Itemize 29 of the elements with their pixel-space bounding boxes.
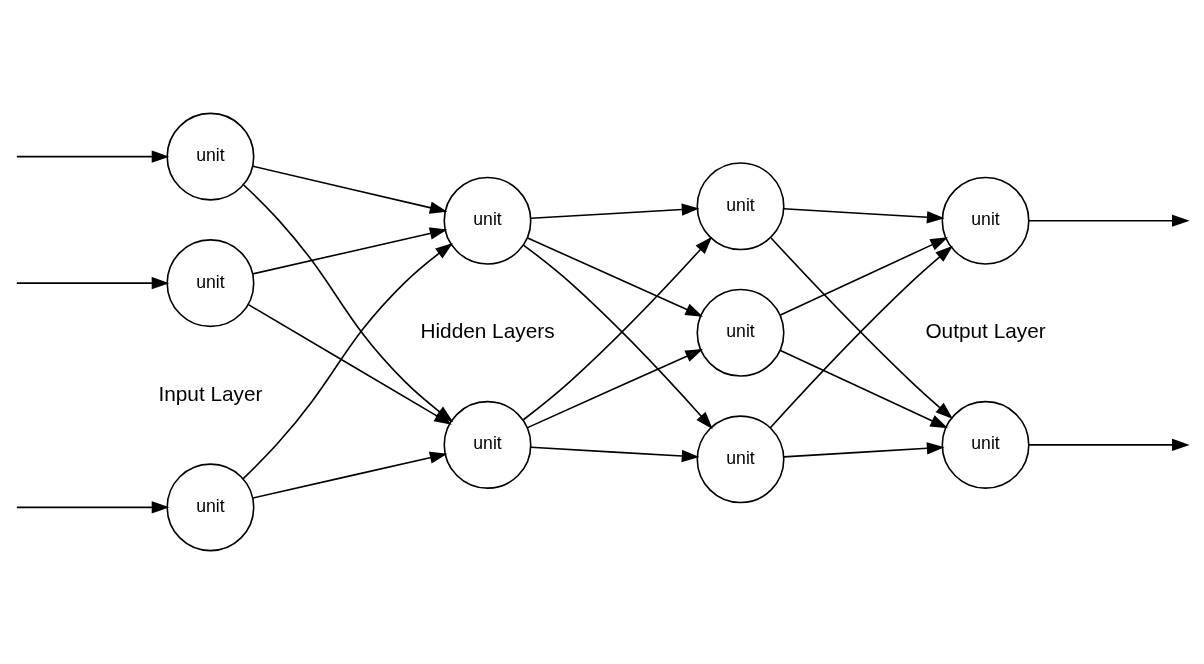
arrow xyxy=(526,237,704,317)
arrow xyxy=(16,277,170,290)
arrow xyxy=(1028,438,1190,452)
node-circle: unit xyxy=(166,112,255,201)
node-circle: unit xyxy=(443,400,532,489)
arrow xyxy=(252,451,448,499)
arrow xyxy=(530,203,700,220)
arrow xyxy=(526,348,704,429)
arrow xyxy=(1028,214,1190,227)
node-circle: unit xyxy=(443,176,532,265)
arrow xyxy=(779,349,948,429)
label: Output Layer xyxy=(925,319,1046,343)
label: Hidden Layers xyxy=(420,319,555,343)
arrow xyxy=(16,501,170,514)
node-circle: unit xyxy=(696,288,785,377)
node-circle: unit xyxy=(166,239,255,328)
arrow xyxy=(779,237,948,316)
node-circle: unit xyxy=(696,415,785,504)
node-circle: unit xyxy=(166,463,255,552)
arrow xyxy=(782,207,945,224)
node-circle: unit xyxy=(941,176,1030,265)
arrow xyxy=(252,165,448,214)
label: Input Layer xyxy=(158,381,263,405)
node-circle: unit xyxy=(696,162,785,251)
arrow xyxy=(782,442,945,458)
arrow xyxy=(530,446,700,463)
node-circle: unit xyxy=(941,400,1030,489)
arrow xyxy=(252,227,448,275)
arrow xyxy=(16,150,170,163)
